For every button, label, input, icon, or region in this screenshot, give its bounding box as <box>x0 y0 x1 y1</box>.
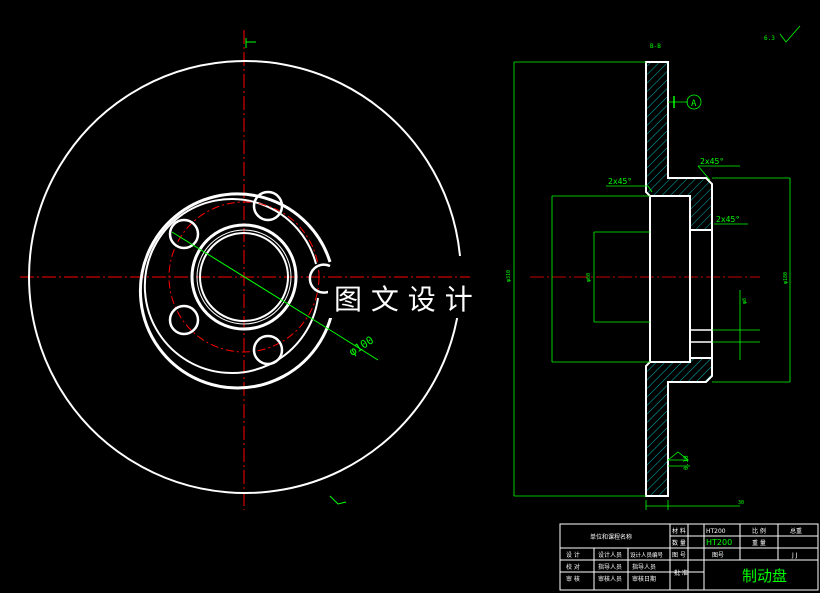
drawing-no: 图号 <box>712 552 724 559</box>
unit-name: 单位和课程名称 <box>590 533 632 541</box>
section-view: B-B A 2x45° 2x45° 2x45° φ310 φ60 φ180 φ8… <box>506 25 801 510</box>
review-date: 审核日期 <box>632 575 656 583</box>
checker2: 指导人员 <box>632 563 656 571</box>
dia-right-label: φ180 <box>783 272 789 284</box>
chamfer-label-1: 2x45° <box>608 177 632 186</box>
section-dimensions <box>513 25 801 510</box>
designer-role: 设 计 <box>566 551 580 559</box>
pcd-label: φ100 <box>347 333 376 358</box>
drawing-name: 制动盘 <box>742 567 787 585</box>
dia-outer-label: φ310 <box>506 270 512 282</box>
material-header: 材 料 <box>672 527 686 535</box>
checker-role: 校 对 <box>566 563 580 571</box>
center-bore-chamfer <box>196 229 292 325</box>
title-block <box>559 523 819 591</box>
designer: 设计人员 <box>598 551 622 559</box>
center-bore-outer <box>190 223 298 331</box>
drawing-no-header: 图 号 <box>672 552 686 559</box>
material-value: HT200 <box>706 528 726 535</box>
qty-header: 数 量 <box>672 539 686 547</box>
weight-value: 总重 <box>790 527 802 535</box>
reviewer: 审核人员 <box>598 575 622 583</box>
bolt-hole-partial <box>308 263 333 294</box>
bolt-hole <box>252 190 284 222</box>
chamfer-label-3: 2x45° <box>716 215 740 224</box>
dia-inner-label: φ60 <box>586 273 592 282</box>
top-mark <box>245 38 256 48</box>
outer-disc-circle <box>28 60 461 494</box>
dim-bottom-label: 30 <box>738 500 744 506</box>
qty-value: HT200 <box>706 538 732 547</box>
title-block-text: 单位和课程名称 材 料 HT200 比 例 总重 数 量 HT200 重 量 图… <box>566 527 802 585</box>
watermark-text: 图 文 设 计 <box>334 283 473 316</box>
reviewer-role: 审 核 <box>566 575 580 583</box>
section-lower-body <box>645 357 713 497</box>
section-label: B-B <box>650 43 661 50</box>
approval-role: 批 准 <box>674 569 688 577</box>
dim-small-label: φ8 <box>742 298 748 304</box>
checker: 指导人员 <box>598 563 622 571</box>
bolt-pitch-circle <box>168 201 320 353</box>
center-bore-inner <box>199 232 289 322</box>
flatness-label: 0.10 <box>683 455 690 470</box>
watermark: 图 文 设 计 <box>328 278 500 318</box>
hub-outline <box>138 192 336 390</box>
section-upper-body <box>645 61 713 231</box>
front-view: φ100 <box>20 30 470 510</box>
bolt-hole <box>168 304 200 336</box>
chamfer-label-2: 2x45° <box>700 157 724 166</box>
ratio-header: 比 例 <box>752 527 766 535</box>
designer-no: 设计人员编号 <box>630 551 664 559</box>
page: J J <box>791 552 798 559</box>
bottom-mark <box>329 495 347 505</box>
bolt-hole <box>168 218 200 250</box>
roughness-label: 6.3 <box>764 35 775 42</box>
bolt-hole <box>252 334 284 366</box>
datum-label: A <box>691 99 697 109</box>
weight-header: 重 量 <box>752 539 766 547</box>
pcd-dimension-line <box>171 231 331 331</box>
pcd-leader <box>329 329 379 361</box>
